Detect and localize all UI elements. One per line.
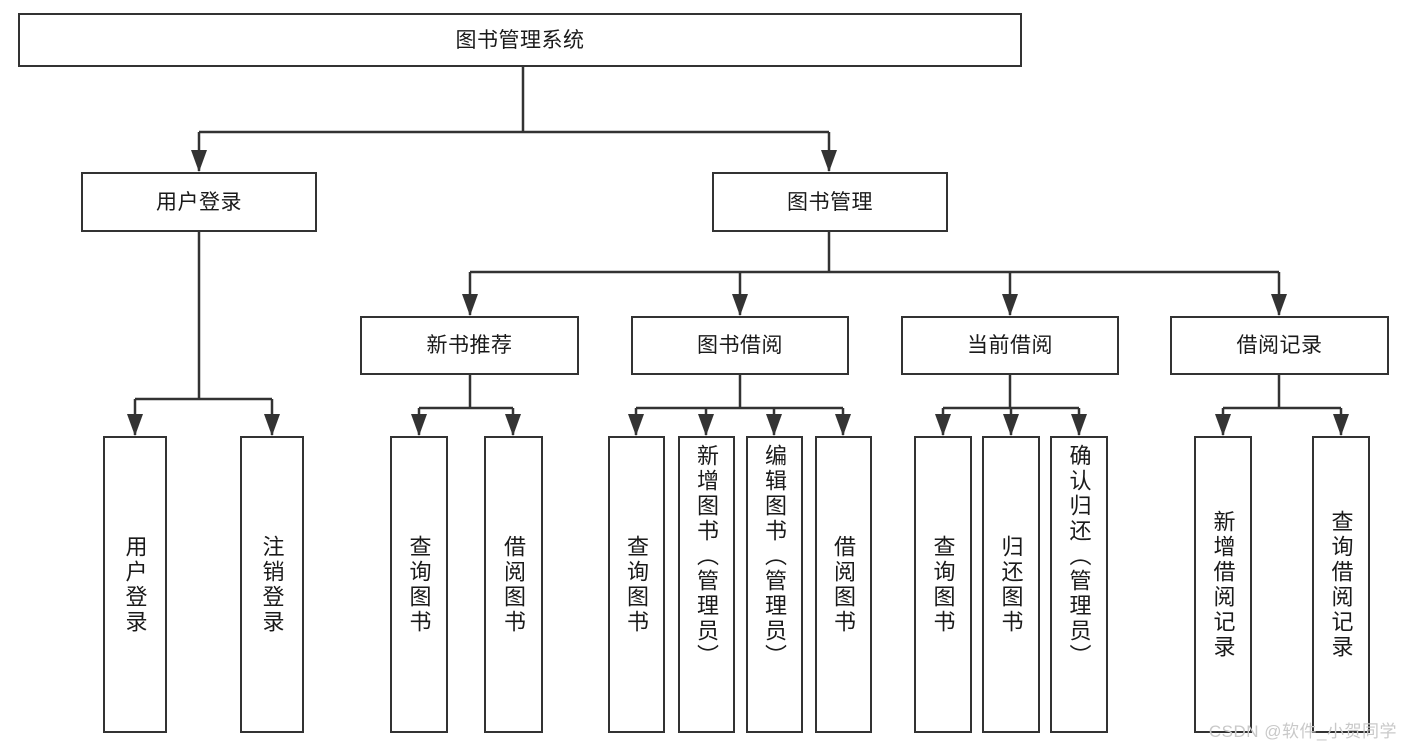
- arrowhead-leaf-add-book-admin: [698, 414, 714, 436]
- node-leaf-add-borrow-record[interactable]: 新增借阅记录: [1194, 436, 1252, 733]
- node-label-leaf-borrow-book: 借阅图书: [831, 534, 857, 635]
- node-label-new-book-recommend: 新书推荐: [426, 334, 513, 357]
- node-leaf-query-book-recommend[interactable]: 查询图书: [390, 436, 448, 733]
- node-leaf-borrow-book[interactable]: 借阅图书: [815, 436, 872, 733]
- node-leaf-query-book-current[interactable]: 查询图书: [914, 436, 972, 733]
- node-leaf-user-logout[interactable]: 注销登录: [240, 436, 304, 733]
- node-label-leaf-user-logout: 注销登录: [259, 534, 285, 635]
- node-label-leaf-user-login: 用户登录: [122, 534, 148, 635]
- node-book-borrow[interactable]: 图书借阅: [631, 316, 849, 375]
- node-leaf-borrow-book-recommend[interactable]: 借阅图书: [484, 436, 543, 733]
- node-leaf-query-book-borrow[interactable]: 查询图书: [608, 436, 665, 733]
- arrowhead-leaf-user-login: [127, 414, 143, 436]
- node-label-leaf-borrow-book-recommend: 借阅图书: [501, 534, 527, 635]
- node-borrow-record[interactable]: 借阅记录: [1170, 316, 1389, 375]
- node-label-leaf-query-book-current: 查询图书: [930, 534, 956, 635]
- node-label-borrow-record: 借阅记录: [1236, 334, 1323, 357]
- node-leaf-user-login[interactable]: 用户登录: [103, 436, 167, 733]
- arrowhead-new-book-recommend: [462, 294, 478, 316]
- arrowhead-leaf-query-book-recommend: [411, 414, 427, 436]
- arrowhead-leaf-borrow-book: [835, 414, 851, 436]
- node-leaf-return-book[interactable]: 归还图书: [982, 436, 1040, 733]
- node-user-login[interactable]: 用户登录: [81, 172, 317, 232]
- node-label-leaf-query-borrow-record: 查询借阅记录: [1328, 509, 1354, 660]
- arrowhead-leaf-query-book-current: [935, 414, 951, 436]
- node-book-manage[interactable]: 图书管理: [712, 172, 948, 232]
- node-leaf-confirm-return-admin[interactable]: 确认归还（管理员）: [1050, 436, 1108, 733]
- arrowhead-leaf-borrow-book-recommend: [505, 414, 521, 436]
- node-label-leaf-query-book-borrow: 查询图书: [624, 534, 650, 635]
- arrowhead-leaf-query-book-borrow: [628, 414, 644, 436]
- node-root[interactable]: 图书管理系统: [18, 13, 1022, 67]
- node-leaf-query-borrow-record[interactable]: 查询借阅记录: [1312, 436, 1370, 733]
- node-new-book-recommend[interactable]: 新书推荐: [360, 316, 579, 375]
- node-label-leaf-confirm-return-admin: 确认归还（管理员）: [1066, 444, 1092, 669]
- arrowhead-leaf-user-logout: [264, 414, 280, 436]
- node-label-book-manage: 图书管理: [787, 190, 873, 214]
- node-label-leaf-add-borrow-record: 新增借阅记录: [1210, 509, 1236, 660]
- arrowhead-leaf-confirm-return-admin: [1071, 414, 1087, 436]
- node-label-leaf-return-book: 归还图书: [998, 534, 1024, 635]
- csdn-watermark: CSDN @软件_小贺同学: [1208, 722, 1397, 741]
- arrowhead-book-borrow: [732, 294, 748, 316]
- connector-group: [127, 67, 1349, 436]
- node-label-root: 图书管理系统: [455, 28, 585, 52]
- arrowhead-book-manage: [821, 150, 837, 172]
- arrowhead-user-login: [191, 150, 207, 172]
- arrowhead-current-borrow: [1002, 294, 1018, 316]
- arrowhead-borrow-record: [1271, 294, 1287, 316]
- node-current-borrow[interactable]: 当前借阅: [901, 316, 1119, 375]
- arrowhead-leaf-return-book: [1003, 414, 1019, 436]
- node-label-leaf-edit-book-admin: 编辑图书（管理员）: [762, 444, 788, 669]
- node-label-leaf-add-book-admin: 新增图书（管理员）: [694, 444, 720, 669]
- node-label-user-login: 用户登录: [156, 190, 242, 214]
- node-label-leaf-query-book-recommend: 查询图书: [406, 534, 432, 635]
- node-leaf-edit-book-admin[interactable]: 编辑图书（管理员）: [746, 436, 803, 733]
- arrowhead-leaf-query-borrow-record: [1333, 414, 1349, 436]
- node-label-current-borrow: 当前借阅: [967, 334, 1053, 357]
- arrowhead-leaf-add-borrow-record: [1215, 414, 1231, 436]
- node-label-book-borrow: 图书借阅: [697, 334, 783, 357]
- arrowhead-leaf-edit-book-admin: [766, 414, 782, 436]
- node-leaf-add-book-admin[interactable]: 新增图书（管理员）: [678, 436, 735, 733]
